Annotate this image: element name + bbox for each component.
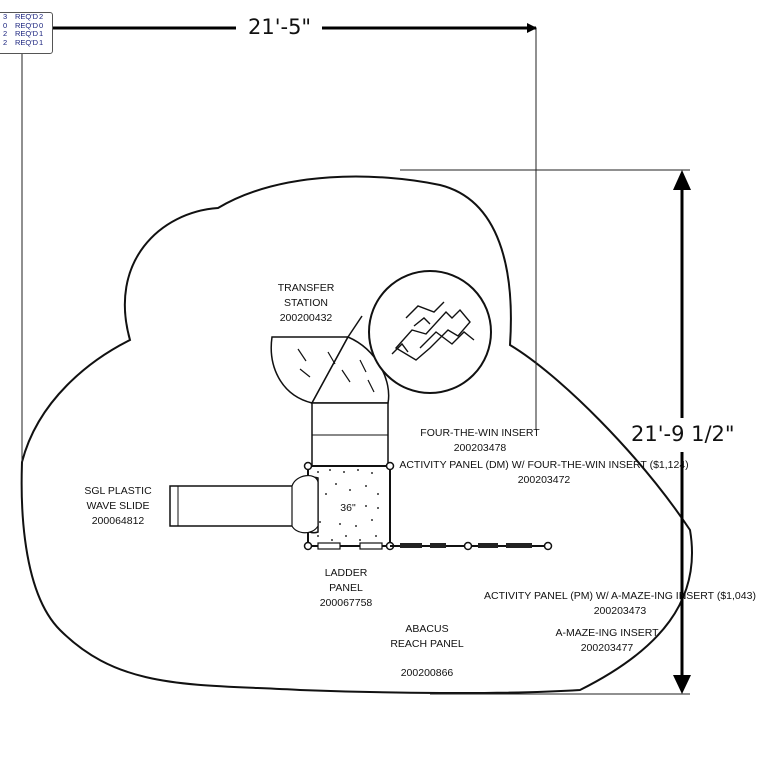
insert-detail-circle bbox=[368, 270, 492, 394]
abacus-posts bbox=[463, 541, 553, 551]
use-zone-boundary bbox=[20, 175, 693, 695]
deck-corner-posts bbox=[303, 461, 395, 551]
abacus-panel-label: ABACUS REACH PANEL bbox=[390, 623, 464, 650]
deck-platform bbox=[307, 465, 391, 547]
depth-arrow-top bbox=[673, 170, 691, 190]
activity-panel-dm-label: ACTIVITY PANEL (DM) W/ FOUR-THE-WIN INSE… bbox=[399, 459, 689, 486]
slide-hood bbox=[291, 475, 319, 534]
activity-panel-pm-label: ACTIVITY PANEL (PM) W/ A-MAZE-ING INSERT… bbox=[484, 590, 756, 617]
abacus-part-number: 200200866 bbox=[400, 667, 454, 679]
ladder-rung bbox=[359, 542, 383, 550]
depth-dimension-label: 21'-9 1/2" bbox=[631, 422, 735, 446]
insert-detail-shapes bbox=[391, 301, 475, 361]
transfer-post bbox=[347, 315, 363, 338]
ladder-panel-label: LADDER PANEL 200067758 bbox=[319, 567, 373, 609]
depth-arrow-bottom bbox=[673, 675, 691, 694]
transfer-step-lines bbox=[297, 348, 375, 393]
ladder-rung bbox=[317, 542, 341, 550]
amazeing-insert-label: A-MAZE-ING INSERT 200203477 bbox=[555, 627, 659, 654]
abacus-beads bbox=[400, 543, 532, 548]
slide-label: SGL PLASTIC WAVE SLIDE 200064812 bbox=[84, 485, 152, 527]
deck-height-label: 36" bbox=[340, 502, 356, 514]
width-dimension-label: 21'-5" bbox=[248, 15, 312, 39]
transfer-station-label: TRANSFER STATION 200200432 bbox=[277, 282, 335, 324]
four-win-insert-label: FOUR-THE-WIN INSERT 200203478 bbox=[420, 427, 540, 454]
